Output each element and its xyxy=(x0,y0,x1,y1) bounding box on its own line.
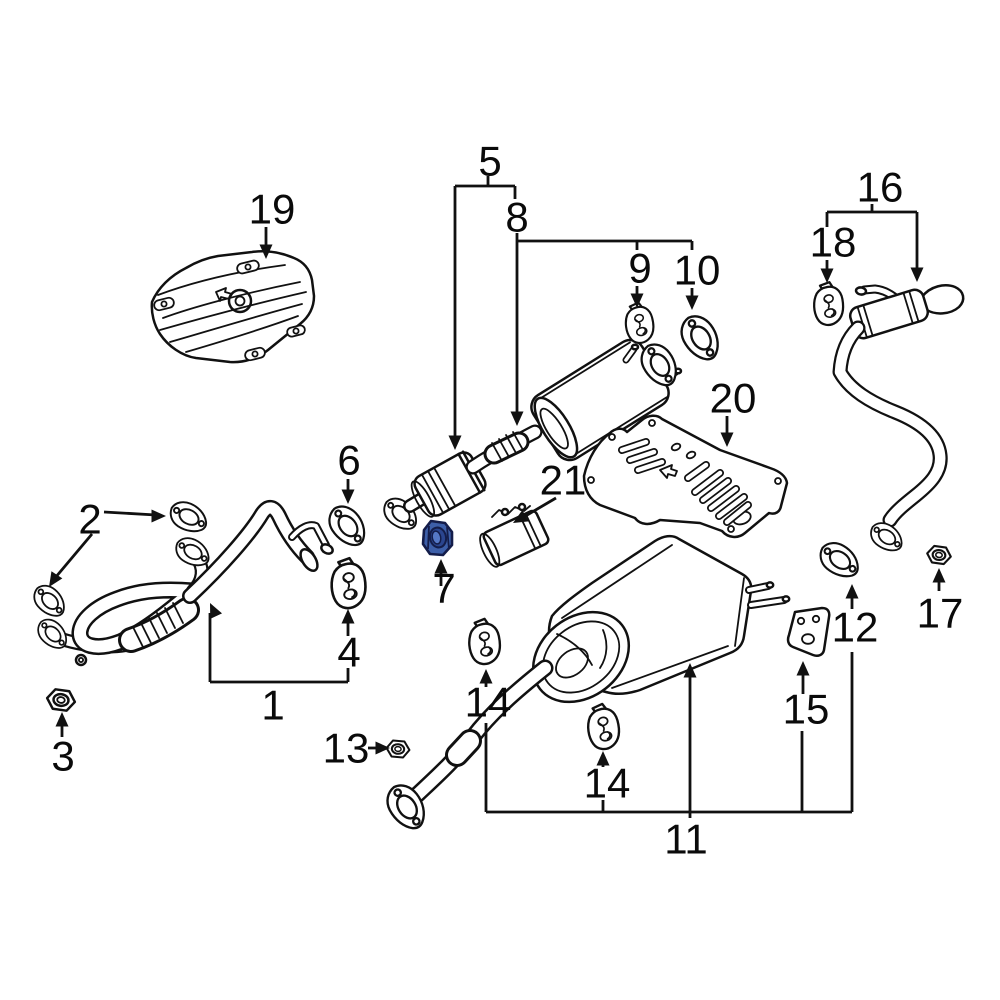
clamp-hardware xyxy=(491,505,531,518)
part-5-label: 5 xyxy=(478,138,501,185)
hanger-9 xyxy=(619,299,659,347)
part-19-label: 19 xyxy=(249,186,296,233)
flange-nut-7-highlighted xyxy=(421,519,454,557)
front-pipe-assembly-1 xyxy=(51,499,334,667)
flex-section-ribs xyxy=(132,602,184,648)
tail-flange xyxy=(864,516,909,558)
flex-ribs xyxy=(491,431,524,462)
part-4-label: 4 xyxy=(337,629,360,676)
heat-shield-20 xyxy=(582,414,789,539)
part-7-label: 7 xyxy=(432,565,455,612)
leader-lines xyxy=(53,176,941,818)
part-15-label: 15 xyxy=(783,686,830,733)
tailpipe-16 xyxy=(832,284,965,558)
gasket-12 xyxy=(813,535,866,585)
part-17-label: 17 xyxy=(917,590,964,637)
part-14-label: 14 xyxy=(584,760,631,807)
part-9-label: 9 xyxy=(628,245,651,292)
part-14-label: 14 xyxy=(465,679,512,726)
part-16-label: 16 xyxy=(857,164,904,211)
hanger-18 xyxy=(809,279,848,329)
part-6-label: 6 xyxy=(337,437,360,484)
part-12-label: 12 xyxy=(832,604,879,651)
part-2-label: 2 xyxy=(78,496,101,543)
hanger-14-rear xyxy=(581,700,625,754)
part-20-label: 20 xyxy=(710,375,757,422)
vent-slots xyxy=(618,438,752,526)
part-18-label: 18 xyxy=(810,219,857,266)
part-11-label: 11 xyxy=(664,816,708,863)
hanger-4 xyxy=(325,554,371,612)
hanger-14-front xyxy=(463,615,506,668)
part-1-label: 1 xyxy=(261,682,284,729)
rear-muffler-11 xyxy=(379,534,791,837)
part-10-label: 10 xyxy=(674,247,721,294)
gasket-6 xyxy=(321,498,374,554)
hanger-15 xyxy=(786,606,831,658)
nut-13 xyxy=(384,738,412,760)
clamp-21 xyxy=(479,502,550,568)
direction-arrow-mark xyxy=(215,287,233,302)
center-muffler-assembly-5 xyxy=(377,337,686,537)
nut-17 xyxy=(924,544,954,566)
part-13-label: 13 xyxy=(323,725,370,772)
part-8-label: 8 xyxy=(505,194,528,241)
gasket-10 xyxy=(673,308,728,368)
nut-3 xyxy=(44,687,78,713)
heat-shield-19 xyxy=(150,250,316,364)
direction-arrow-mark xyxy=(659,464,678,479)
resonator xyxy=(848,288,930,340)
part-3-label: 3 xyxy=(51,733,74,780)
part-21-label: 21 xyxy=(540,457,587,504)
gasket-2-upper xyxy=(164,495,213,539)
